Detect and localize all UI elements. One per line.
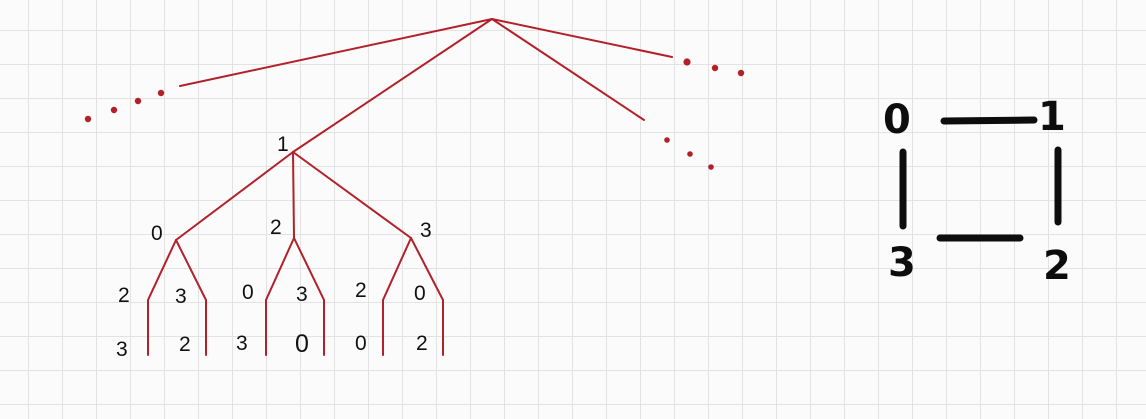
tree-node-label: 0 [355, 332, 367, 355]
ellipsis-dot [664, 137, 670, 143]
tree-node-label: 2 [355, 279, 367, 302]
ellipsis-right [664, 137, 714, 170]
ellipsis-dot [683, 58, 691, 66]
ellipsis-dot [110, 106, 118, 114]
edge-0-to-3-to-2 [175, 239, 207, 356]
root-edge-far-right [491, 18, 673, 58]
ellipsis-dot [708, 164, 714, 170]
root-edge-right [491, 18, 645, 121]
tree-node-label: 1 [277, 133, 289, 156]
graph-node-1: 1 [1038, 94, 1066, 140]
ellipsis-left [84, 89, 165, 123]
tree-node-label: 3 [116, 338, 128, 361]
edge-1-to-0 [175, 151, 294, 241]
graph-node-0: 0 [883, 97, 911, 143]
edge-1-to-2 [292, 151, 295, 239]
tree-node-label: 2 [118, 284, 130, 307]
tree-node-label: 0 [242, 281, 254, 304]
tree-node-label: 0 [151, 222, 163, 245]
ellipsis-dot [711, 64, 719, 72]
edge-0-to-2-to-3 [147, 239, 177, 356]
root-edge-middle [292, 18, 493, 153]
edge-2-to-3-to-0 [293, 237, 325, 356]
graph-node-3: 3 [888, 240, 916, 286]
ellipsis-far-right [683, 58, 745, 77]
permutation-tree: 1 0 2 3 2 3 0 3 2 0 3 2 3 0 0 2 [84, 18, 745, 361]
graph-edge-0-1 [940, 116, 1038, 125]
square-graph: 0 1 2 3 [883, 94, 1071, 289]
edge-3-to-2-to-0 [382, 237, 412, 356]
edge-3-to-0-to-2 [410, 237, 444, 356]
tree-node-label: 3 [420, 219, 432, 242]
ellipsis-dot [157, 89, 165, 97]
tree-node-label: 2 [270, 216, 282, 239]
tree-node-label: 0 [414, 282, 426, 305]
tree-node-label: 3 [296, 283, 308, 306]
ellipsis-dot [737, 69, 745, 77]
edge-2-to-0-to-3 [265, 237, 295, 356]
tree-node-label: 2 [179, 333, 191, 356]
tree-node-label: 3 [236, 332, 248, 355]
tree-node-label: 2 [416, 332, 428, 355]
ellipsis-dot [134, 97, 142, 105]
edge-1-to-3 [292, 151, 412, 239]
root-edge-left [179, 18, 493, 87]
tree-node-label: 0 [295, 330, 309, 358]
graph-node-2: 2 [1043, 243, 1071, 289]
tree-node-label: 3 [175, 285, 187, 308]
ellipsis-dot [687, 151, 693, 157]
ellipsis-dot [84, 115, 92, 123]
